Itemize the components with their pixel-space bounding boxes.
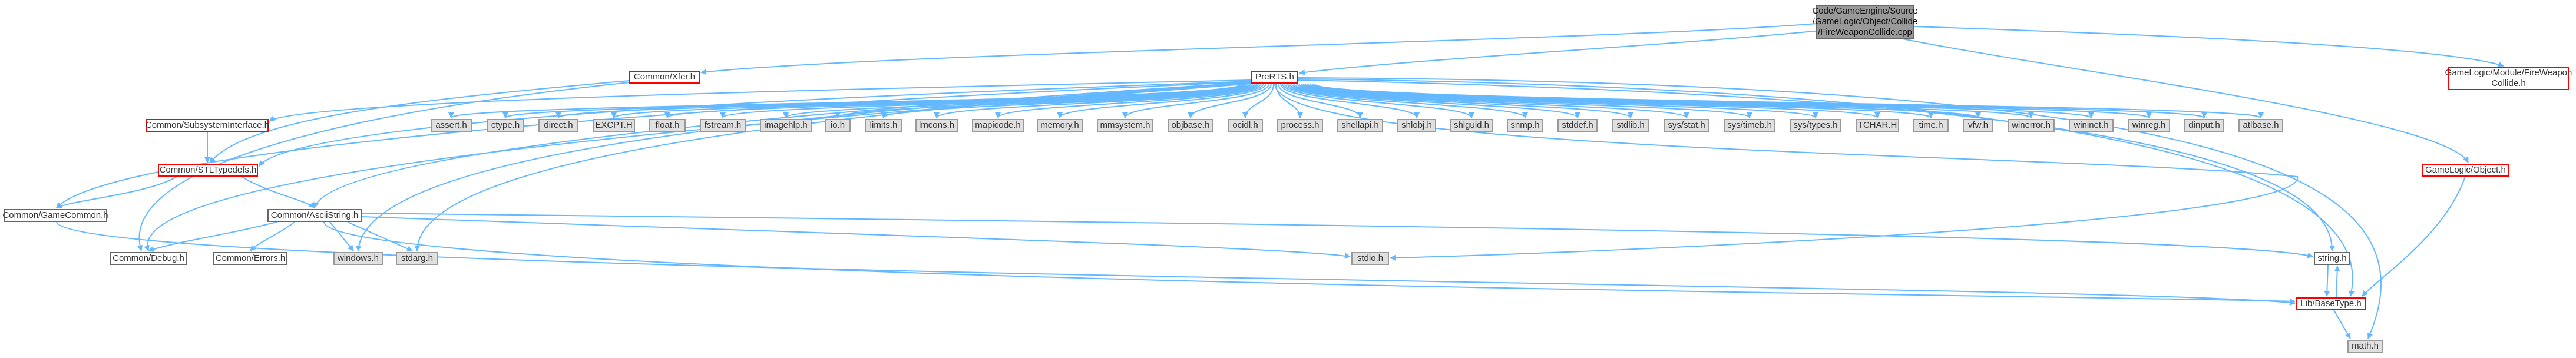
edge-prerts-sys-10 (995, 83, 1264, 118)
edge-prerts-sys-23 (1293, 83, 1752, 118)
shlguid-h-node[interactable]: shlguid.h (1450, 119, 1493, 132)
edge-object-basetype (2362, 176, 2466, 297)
stdarg-h-node[interactable]: stdarg.h (396, 252, 438, 265)
edge-xfer-stltypedefs (209, 80, 630, 163)
edge-basetype-string (2334, 266, 2340, 298)
limits-h-node[interactable]: limits.h (865, 119, 902, 132)
stltypedefs-node[interactable]: Common/STLTypedefs.h (158, 164, 258, 177)
edge-asciistring-errors (250, 221, 295, 251)
edge-asciistring-stdio (361, 216, 1351, 259)
edge-asciistring-windows (329, 221, 354, 251)
vfw-h-node[interactable]: vfw.h (1963, 119, 1993, 132)
edge-prerts-sys-14 (1242, 83, 1274, 118)
process-h-node[interactable]: process.h (1277, 119, 1323, 132)
ctype-h-node[interactable]: ctype.h (487, 119, 524, 132)
edge-stltypedefs-asciistring (241, 176, 315, 208)
edge-prerts-sys-18 (1282, 83, 1474, 118)
excpt-h-node[interactable]: EXCPT.H (593, 119, 635, 132)
edge-basetype-math (2333, 310, 2351, 339)
edge-prerts-math (1298, 77, 2382, 339)
stdio-h-node[interactable]: stdio.h (1351, 252, 1389, 265)
lmcons-h-node[interactable]: lmcons.h (915, 119, 958, 132)
edge-prerts-sys-20 (1287, 83, 1580, 118)
stddef-h-node[interactable]: stddef.h (1557, 119, 1598, 132)
xfer-node[interactable]: Common/Xfer.h (629, 71, 700, 84)
direct-h-node[interactable]: direct.h (538, 119, 578, 132)
edge-prerts-sys-6 (783, 83, 1256, 118)
edge-root-object (1902, 38, 2469, 163)
mmsystem-h-node[interactable]: mmsystem.h (1097, 119, 1153, 132)
edge-gamecommon-basetype (56, 221, 2296, 306)
atlbase-h-node[interactable]: atlbase.h (2238, 119, 2283, 132)
edge-prerts-windows (355, 82, 1252, 251)
edge-prerts-sys-19 (1284, 83, 1528, 118)
edge-xfer-debug (137, 82, 630, 251)
root-file-node[interactable]: Code/GameEngine/Source /GameLogic/Object… (1812, 5, 1918, 39)
io-h-node[interactable]: io.h (825, 119, 851, 132)
edges (56, 23, 2504, 339)
edge-asciistring-string (361, 213, 2313, 258)
edge-prerts-stltypedefs (259, 81, 1252, 167)
tchar-h-node[interactable]: TCHAR.H (1856, 119, 1899, 132)
objbase-h-node[interactable]: objbase.h (1168, 119, 1213, 132)
fireweapon-collide-node[interactable]: GameLogic/Module/FireWeapon Collide.h (2445, 67, 2572, 90)
gamecommon-node[interactable]: Common/GameCommon.h (2, 209, 108, 222)
edge-prerts-sys-16 (1278, 83, 1363, 118)
edge-prerts-basetype (1298, 78, 2355, 297)
edge-string-basetype (2324, 264, 2330, 297)
winreg-h-node[interactable]: winreg.h (2128, 119, 2170, 132)
edge-prerts-sys-22 (1291, 83, 1689, 118)
edge-prerts-sys-11 (1057, 83, 1266, 118)
edge-prerts-sys-32 (1314, 83, 2264, 118)
debug-node[interactable]: Common/Debug.h (110, 252, 187, 265)
edge-root-prerts (1299, 30, 1821, 75)
edge-prerts-sys-12 (1122, 83, 1269, 118)
edge-asciistring-stdarg (347, 221, 413, 251)
shellapi-h-node[interactable]: shellapi.h (1337, 119, 1383, 132)
edge-asciistring-basetype (323, 221, 2296, 304)
windows-h-node[interactable]: windows.h (333, 252, 383, 265)
memory-h-node[interactable]: memory.h (1037, 119, 1083, 132)
winerror-h-node[interactable]: winerror.h (2008, 119, 2055, 132)
errors-node[interactable]: Common/Errors.h (213, 252, 287, 265)
snmp-h-node[interactable]: snmp.h (1507, 119, 1543, 132)
prerts-node[interactable]: PreRTS.h (1251, 71, 1298, 84)
edge-prerts-sys-13 (1188, 83, 1272, 118)
imagehlp-h-node[interactable]: imagehlp.h (760, 119, 812, 132)
sys-types-h-node[interactable]: sys/types.h (1790, 119, 1841, 132)
edge-asciistring-debug (148, 221, 277, 252)
math-h-node[interactable]: math.h (2347, 340, 2383, 353)
basetype-node[interactable]: Lib/BaseType.h (2296, 297, 2366, 310)
edge-stltypedefs-gamecommon (56, 176, 177, 208)
edge-prerts-stdarg (414, 82, 1252, 251)
fstream-h-node[interactable]: fstream.h (700, 119, 746, 132)
edge-prerts-sys-17 (1280, 83, 1420, 118)
edge-root-xfer (700, 23, 1818, 75)
edge-prerts-subsystem (269, 79, 1252, 122)
sys-timeb-h-node[interactable]: sys/timeb.h (1724, 119, 1775, 132)
asciistring-node[interactable]: Common/AsciiString.h (267, 209, 362, 222)
edge-prerts-sys-7 (835, 83, 1258, 118)
edge-root-fireweapon (1913, 26, 2504, 68)
object-node[interactable]: GameLogic/Object.h (2422, 164, 2509, 177)
edge-prerts-sys-9 (934, 83, 1262, 118)
dinput-h-node[interactable]: dinput.h (2184, 119, 2224, 132)
time-h-node[interactable]: time.h (1913, 119, 1949, 132)
edge-prerts-sys-21 (1288, 83, 1633, 118)
float-h-node[interactable]: float.h (649, 119, 686, 132)
ocidl-h-node[interactable]: ocidl.h (1228, 119, 1263, 132)
edge-prerts-debug (144, 83, 1252, 251)
wininet-h-node[interactable]: wininet.h (2069, 119, 2114, 132)
shlobj-h-node[interactable]: shlobj.h (1397, 119, 1436, 132)
assert-h-node[interactable]: assert.h (431, 119, 472, 132)
edge-prerts-string (1298, 79, 2336, 251)
subsystem-interface-node[interactable]: Common/SubsystemInterface.h (146, 119, 269, 132)
stdlib-h-node[interactable]: stdlib.h (1612, 119, 1649, 132)
mapicode-h-node[interactable]: mapicode.h (972, 119, 1024, 132)
sys-stat-h-node[interactable]: sys/stat.h (1664, 119, 1709, 132)
string-h-node[interactable]: string.h (2314, 252, 2350, 265)
